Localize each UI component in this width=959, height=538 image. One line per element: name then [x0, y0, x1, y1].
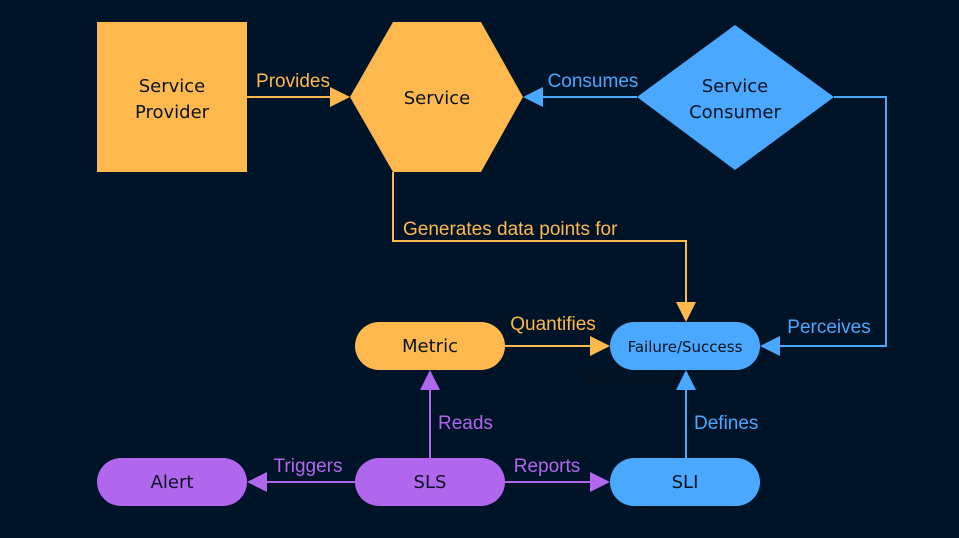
- label-generates: Generates data points for: [403, 219, 618, 240]
- label-triggers: Triggers: [274, 456, 343, 477]
- node-text: Consumer: [689, 102, 781, 123]
- node-text: Alert: [151, 472, 194, 493]
- label-reports: Reports: [514, 456, 581, 477]
- label-consumes: Consumes: [548, 71, 639, 92]
- node-sli: SLI: [610, 458, 760, 506]
- node-text: Service: [702, 76, 769, 97]
- node-text: Provider: [135, 102, 210, 123]
- label-provides: Provides: [256, 71, 330, 92]
- node-service: Service: [350, 22, 523, 172]
- node-failure-success: Failure/Success: [610, 322, 760, 370]
- node-sls: SLS: [355, 458, 505, 506]
- node-text: Failure/Success: [628, 338, 743, 356]
- node-metric: Metric: [355, 322, 505, 370]
- node-service-provider: Service Provider: [97, 22, 247, 172]
- label-quantifies: Quantifies: [510, 314, 596, 335]
- label-defines: Defines: [694, 413, 758, 434]
- edge-generates: [392, 172, 696, 322]
- edge-perceives: [760, 96, 887, 356]
- node-text: Service: [404, 88, 471, 109]
- node-text: Metric: [402, 336, 458, 357]
- label-perceives: Perceives: [787, 317, 870, 338]
- node-text: SLI: [672, 472, 699, 493]
- watermark: Alex Ewerlof.com: [586, 373, 679, 387]
- node-text: SLS: [414, 472, 447, 493]
- node-text: Service: [139, 76, 206, 97]
- node-alert: Alert: [97, 458, 247, 506]
- node-service-consumer: Service Consumer: [637, 25, 834, 170]
- label-reads: Reads: [438, 413, 493, 434]
